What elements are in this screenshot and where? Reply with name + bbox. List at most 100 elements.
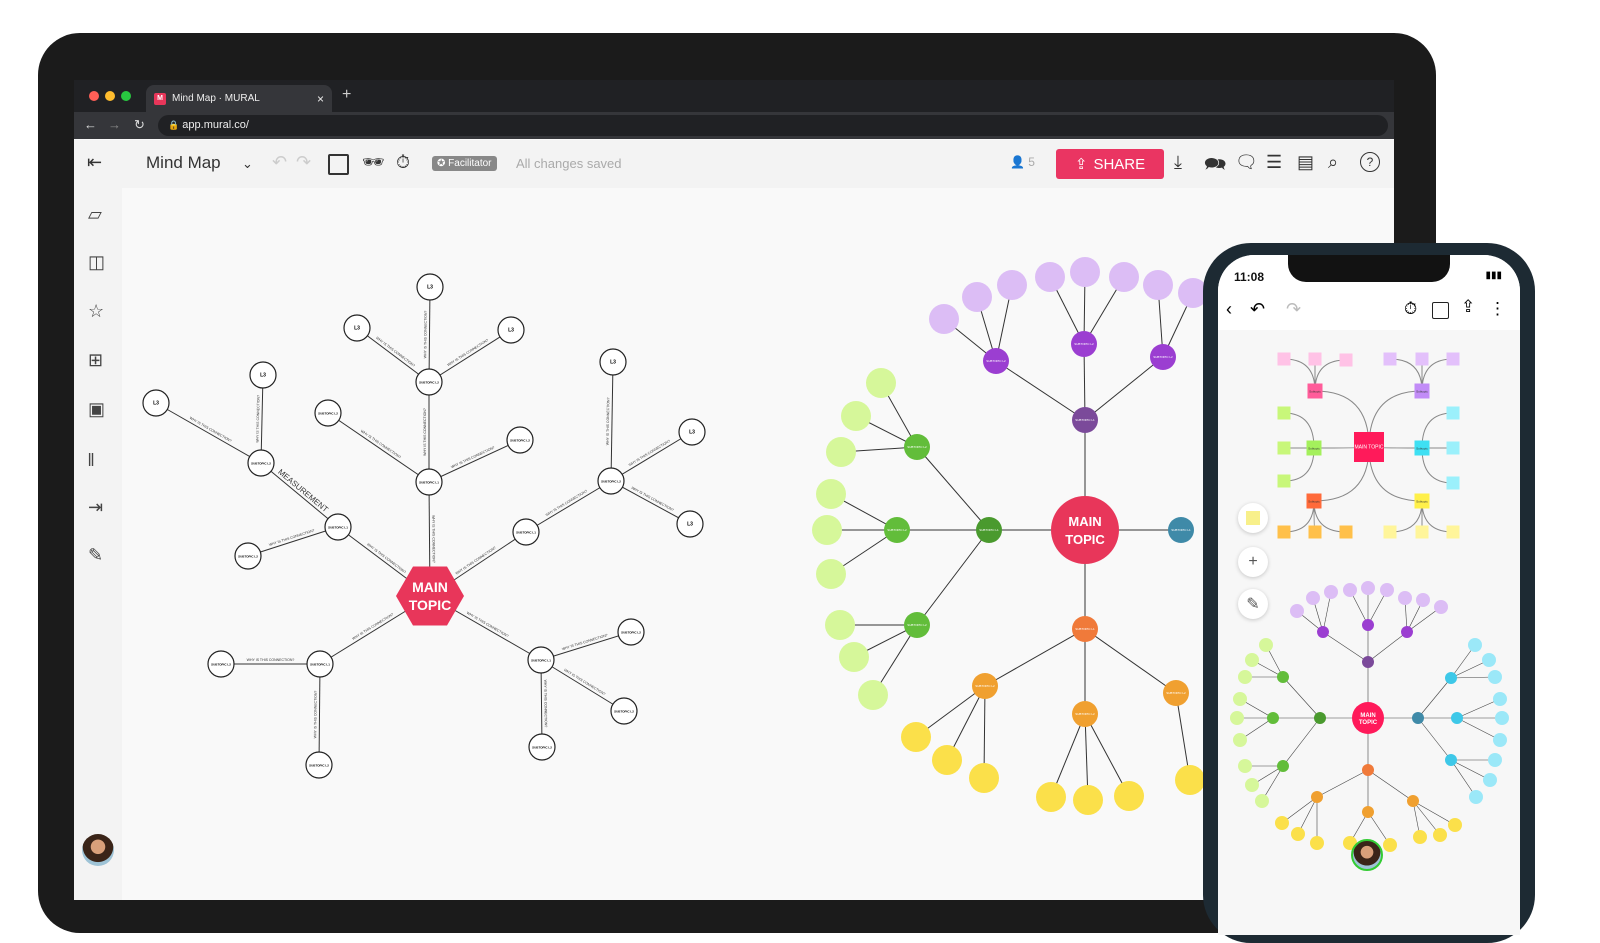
subtopic-l2-node[interactable]	[1317, 626, 1329, 638]
image-icon[interactable]: ▣	[88, 399, 106, 419]
undo-icon[interactable]: ↶	[272, 152, 288, 172]
maximize-window-button[interactable]	[121, 91, 131, 101]
subtopic-l1-node[interactable]	[1362, 656, 1374, 668]
subtopic-node[interactable]	[1414, 383, 1430, 399]
l2-node[interactable]	[1446, 476, 1460, 490]
participants-count[interactable]: 👤 5	[1010, 155, 1035, 169]
l3-node[interactable]	[1361, 581, 1375, 595]
l3-node[interactable]	[1178, 278, 1208, 308]
share-icon[interactable]: ⇪	[1461, 297, 1476, 316]
subtopic-l2-node[interactable]	[1407, 795, 1419, 807]
back-icon[interactable]: ←	[84, 117, 97, 132]
l3-node[interactable]	[1380, 583, 1394, 597]
subtopic-l2-node[interactable]	[1445, 754, 1457, 766]
add-button[interactable]: +	[1238, 547, 1268, 577]
subtopic-l1-node[interactable]	[1168, 517, 1194, 543]
minimize-window-button[interactable]	[105, 91, 115, 101]
subtopic-l2-node[interactable]	[1163, 680, 1189, 706]
l3-node[interactable]	[1238, 670, 1252, 684]
outline-icon[interactable]	[1432, 302, 1449, 319]
subtopic-l2-node[interactable]	[884, 517, 910, 543]
l2-node[interactable]	[1446, 352, 1460, 366]
l3-node[interactable]	[816, 479, 846, 509]
l2-node[interactable]	[1415, 352, 1429, 366]
l2-node[interactable]	[1277, 525, 1291, 539]
l3-node[interactable]	[901, 722, 931, 752]
subtopic-l2-node[interactable]	[597, 467, 625, 495]
l3-node[interactable]	[1413, 830, 1427, 844]
l3-node[interactable]	[1255, 794, 1269, 808]
subtopic-l1-node[interactable]	[306, 650, 334, 678]
import-icon[interactable]: ⇥	[88, 497, 104, 517]
l3-node[interactable]	[1036, 782, 1066, 812]
subtopic-l2-node[interactable]	[1150, 344, 1176, 370]
outline-icon[interactable]	[328, 154, 349, 175]
l3-node[interactable]	[1448, 818, 1462, 832]
subtopic-l2-node[interactable]	[610, 697, 638, 725]
l3-node[interactable]	[676, 510, 704, 538]
subtopic-l1-node[interactable]	[415, 468, 443, 496]
l3-node[interactable]	[1230, 711, 1244, 725]
subtopic-l2-node[interactable]	[305, 751, 333, 779]
l3-node[interactable]	[1383, 838, 1397, 852]
search-icon[interactable]: ⌕	[1328, 152, 1339, 172]
l3-node[interactable]	[1482, 653, 1496, 667]
subtopic-l1-node[interactable]	[976, 517, 1002, 543]
subtopic-l2-node[interactable]	[1071, 331, 1097, 357]
subtopic-l2-node[interactable]	[415, 368, 443, 396]
pen-icon[interactable]: ✎	[88, 545, 104, 565]
l3-node[interactable]	[249, 361, 277, 389]
comment-icon[interactable]: 🗨	[1235, 152, 1258, 172]
subtopic-l2-node[interactable]	[1362, 619, 1374, 631]
l3-node[interactable]	[839, 642, 869, 672]
l3-node[interactable]	[1245, 653, 1259, 667]
l3-node[interactable]	[826, 437, 856, 467]
activity-icon[interactable]: ☰	[1266, 152, 1283, 172]
main-topic-node[interactable]	[1352, 702, 1384, 734]
subtopic-l2-node[interactable]	[1451, 712, 1463, 724]
l3-node[interactable]	[1073, 785, 1103, 815]
l2-node[interactable]	[1339, 525, 1353, 539]
l3-node[interactable]	[1310, 836, 1324, 850]
mural-title[interactable]: Mind Map	[146, 153, 221, 172]
l3-node[interactable]	[1469, 790, 1483, 804]
subtopic-l2-node[interactable]	[247, 449, 275, 477]
subtopic-l2-node[interactable]	[314, 399, 342, 427]
share-button[interactable]: ⇪SHARE	[1056, 149, 1164, 179]
new-tab-button[interactable]: +	[342, 86, 352, 103]
main-topic-node[interactable]	[1354, 432, 1384, 462]
l3-node[interactable]	[1114, 781, 1144, 811]
l3-node[interactable]	[997, 270, 1027, 300]
library-icon[interactable]: 𝍪	[88, 450, 95, 470]
l3-node[interactable]	[1343, 583, 1357, 597]
subtopic-l2-node[interactable]	[617, 618, 645, 646]
l3-node[interactable]	[1324, 585, 1338, 599]
chevron-down-icon[interactable]: ⌄	[242, 156, 253, 171]
subtopic-l1-node[interactable]	[1314, 712, 1326, 724]
sticky-note-button[interactable]	[1238, 503, 1268, 533]
subtopic-node[interactable]	[1414, 440, 1430, 456]
l2-node[interactable]	[1277, 352, 1291, 366]
l3-node[interactable]	[969, 763, 999, 793]
l3-node[interactable]	[1238, 759, 1252, 773]
exit-icon[interactable]: ⇤	[87, 152, 103, 172]
subtopic-l2-node[interactable]	[983, 348, 1009, 374]
l3-node[interactable]	[1070, 257, 1100, 287]
help-icon[interactable]: ?	[1360, 152, 1380, 172]
forward-icon[interactable]: →	[108, 117, 121, 132]
subtopic-l2-node[interactable]	[506, 426, 534, 454]
shapes-icon[interactable]: ◫	[88, 252, 106, 272]
subtopic-l2-node[interactable]	[528, 733, 556, 761]
l2-node[interactable]	[1277, 441, 1291, 455]
l3-node[interactable]	[497, 316, 525, 344]
redo-icon[interactable]: ↷	[296, 152, 312, 172]
l3-node[interactable]	[1245, 778, 1259, 792]
l2-node[interactable]	[1383, 525, 1397, 539]
subtopic-node[interactable]	[1414, 493, 1430, 509]
l3-node[interactable]	[1416, 593, 1430, 607]
user-avatar[interactable]	[82, 834, 114, 866]
url-field[interactable]: 🔒 app.mural.co/	[158, 115, 1388, 136]
frameworks-icon[interactable]: ⊞	[88, 350, 104, 370]
subtopic-l2-node[interactable]	[904, 434, 930, 460]
